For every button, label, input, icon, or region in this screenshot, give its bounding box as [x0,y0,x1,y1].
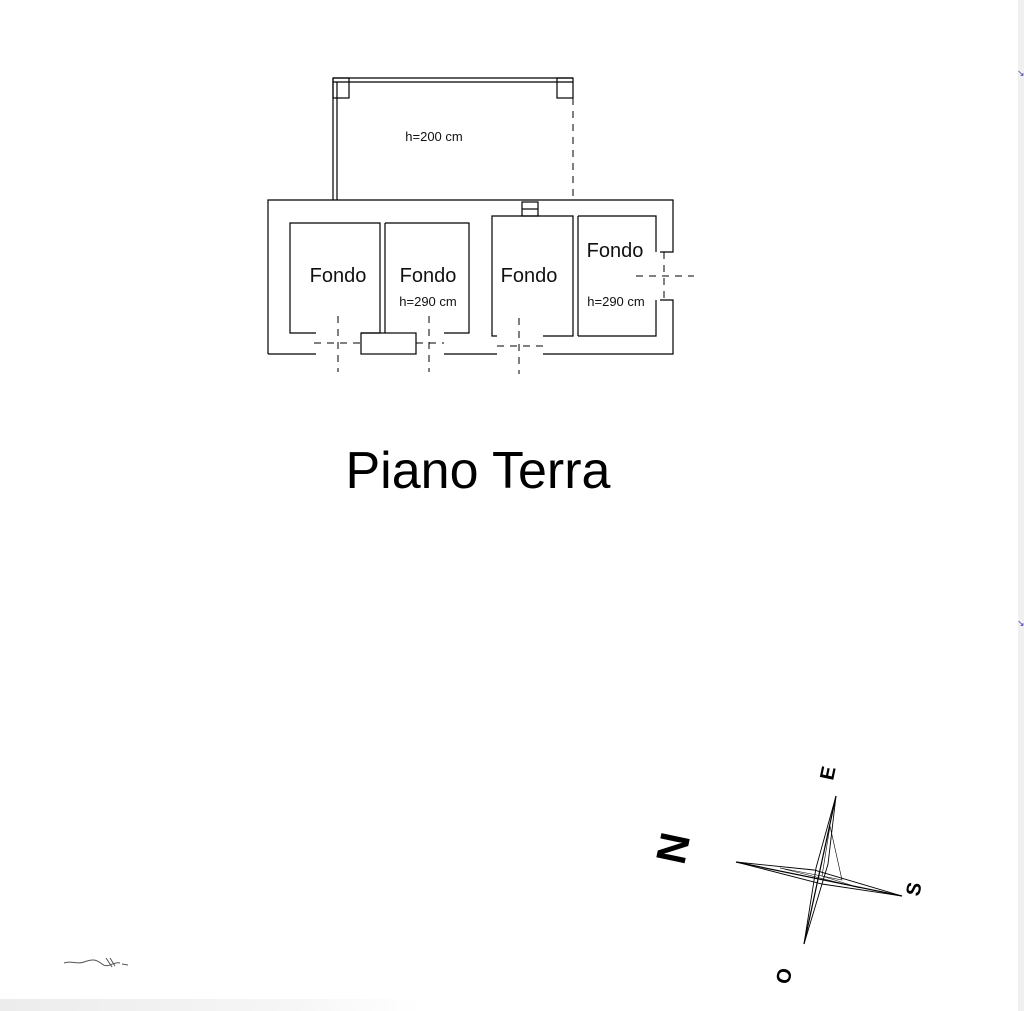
window-sill [360,332,417,355]
signature-scribble [63,957,129,968]
room-2-label: Fondo [400,265,457,287]
floor-title: Piano Terra [346,442,611,500]
edge-mark-middle: ↘ [1017,618,1024,628]
room-4: Fondo h=290 cm [577,215,657,337]
compass-west-label: O [772,966,797,986]
room-4-label: Fondo [587,240,644,262]
compass-rose: N E S O [647,764,927,986]
room-2-height-label: h=290 cm [399,294,456,309]
room-1-label: Fondo [310,265,367,287]
compass-east-label: E [816,764,840,782]
terrace: h=200 cm [332,77,574,200]
compass-south-label: S [902,880,926,898]
scan-artifact [0,999,420,1011]
edge-mark-top: ↘ [1017,68,1024,78]
terrace-pillar-left [332,77,350,99]
compass-north-label: N [647,828,699,867]
room-3: Fondo [491,215,574,337]
terrace-height-label: h=200 cm [405,129,462,144]
compass-star [735,795,903,945]
room-4-height-label: h=290 cm [587,294,644,309]
terrace-pillar-right [556,77,574,99]
door-axes [314,252,694,374]
scan-edge: ↘ ↘ [1017,0,1024,1011]
room-3-label: Fondo [501,265,558,287]
room-2: Fondo h=290 cm [384,222,470,334]
room-1: Fondo [289,222,381,334]
